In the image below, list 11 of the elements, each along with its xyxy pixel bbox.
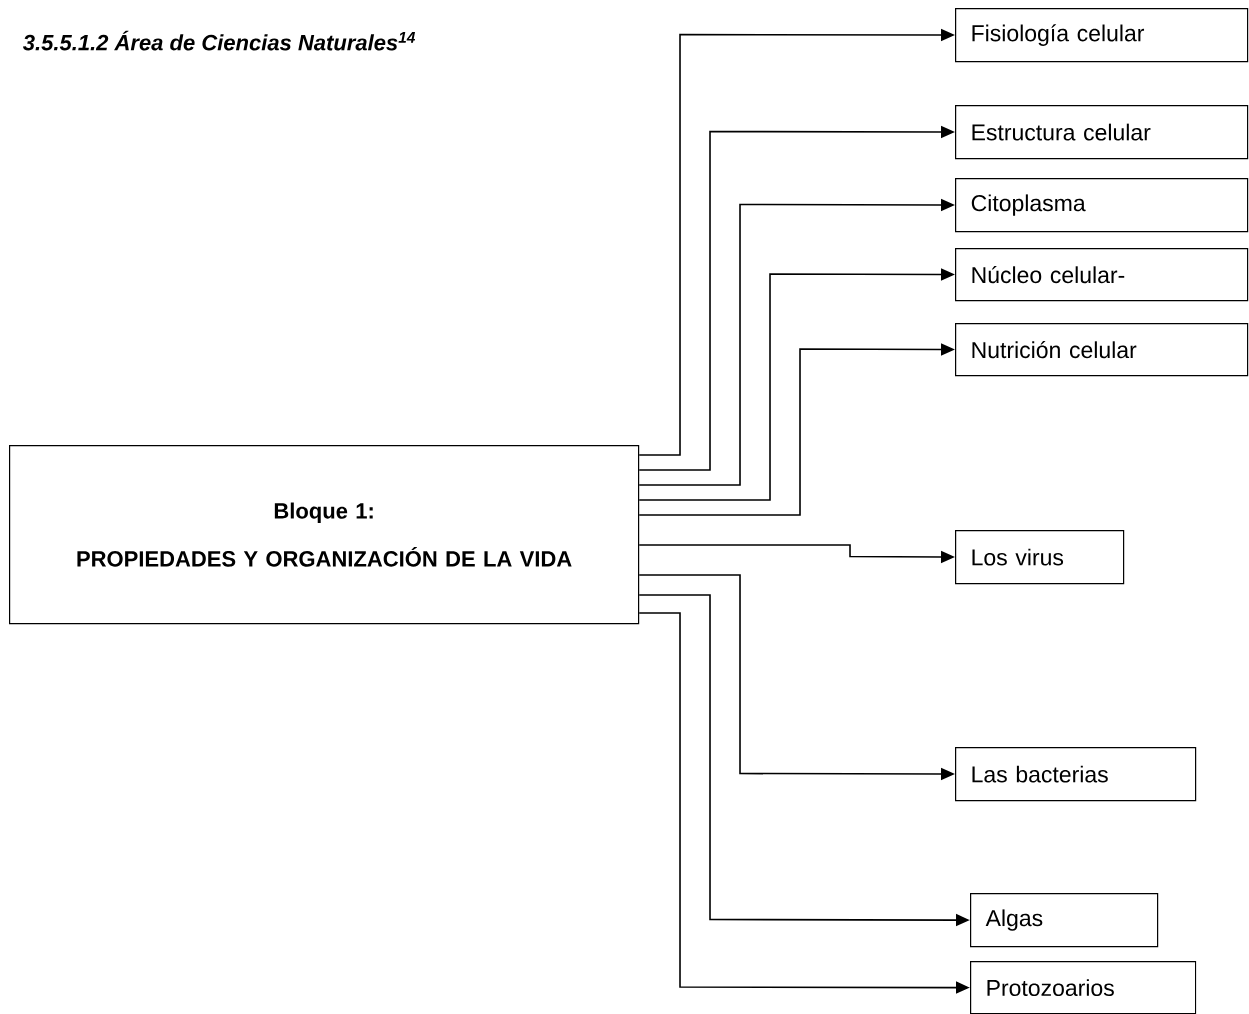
- heading: 3.5.5.1.2 Área de Ciencias Naturales$^{14}$: [22, 30, 416, 51]
- topic-box: Las bacterias: [955, 747, 1197, 802]
- topic-box: Estructura celular: [955, 105, 1249, 160]
- topic-box: Protozoarios: [970, 961, 1197, 1014]
- topic-box: Fisiología celular: [955, 8, 1249, 63]
- topic-box: Los virus: [955, 530, 1125, 585]
- topic-box: Nutrición celular: [955, 323, 1249, 377]
- topic-box: Algas: [970, 893, 1159, 948]
- block-box: Bloque 1: PROPIEDADES Y ORGANIZACIÓN DE LA VIDA: [9, 445, 640, 625]
- topic-box: Citoplasma: [955, 178, 1249, 233]
- topic-box: Núcleo celular-: [955, 248, 1249, 302]
